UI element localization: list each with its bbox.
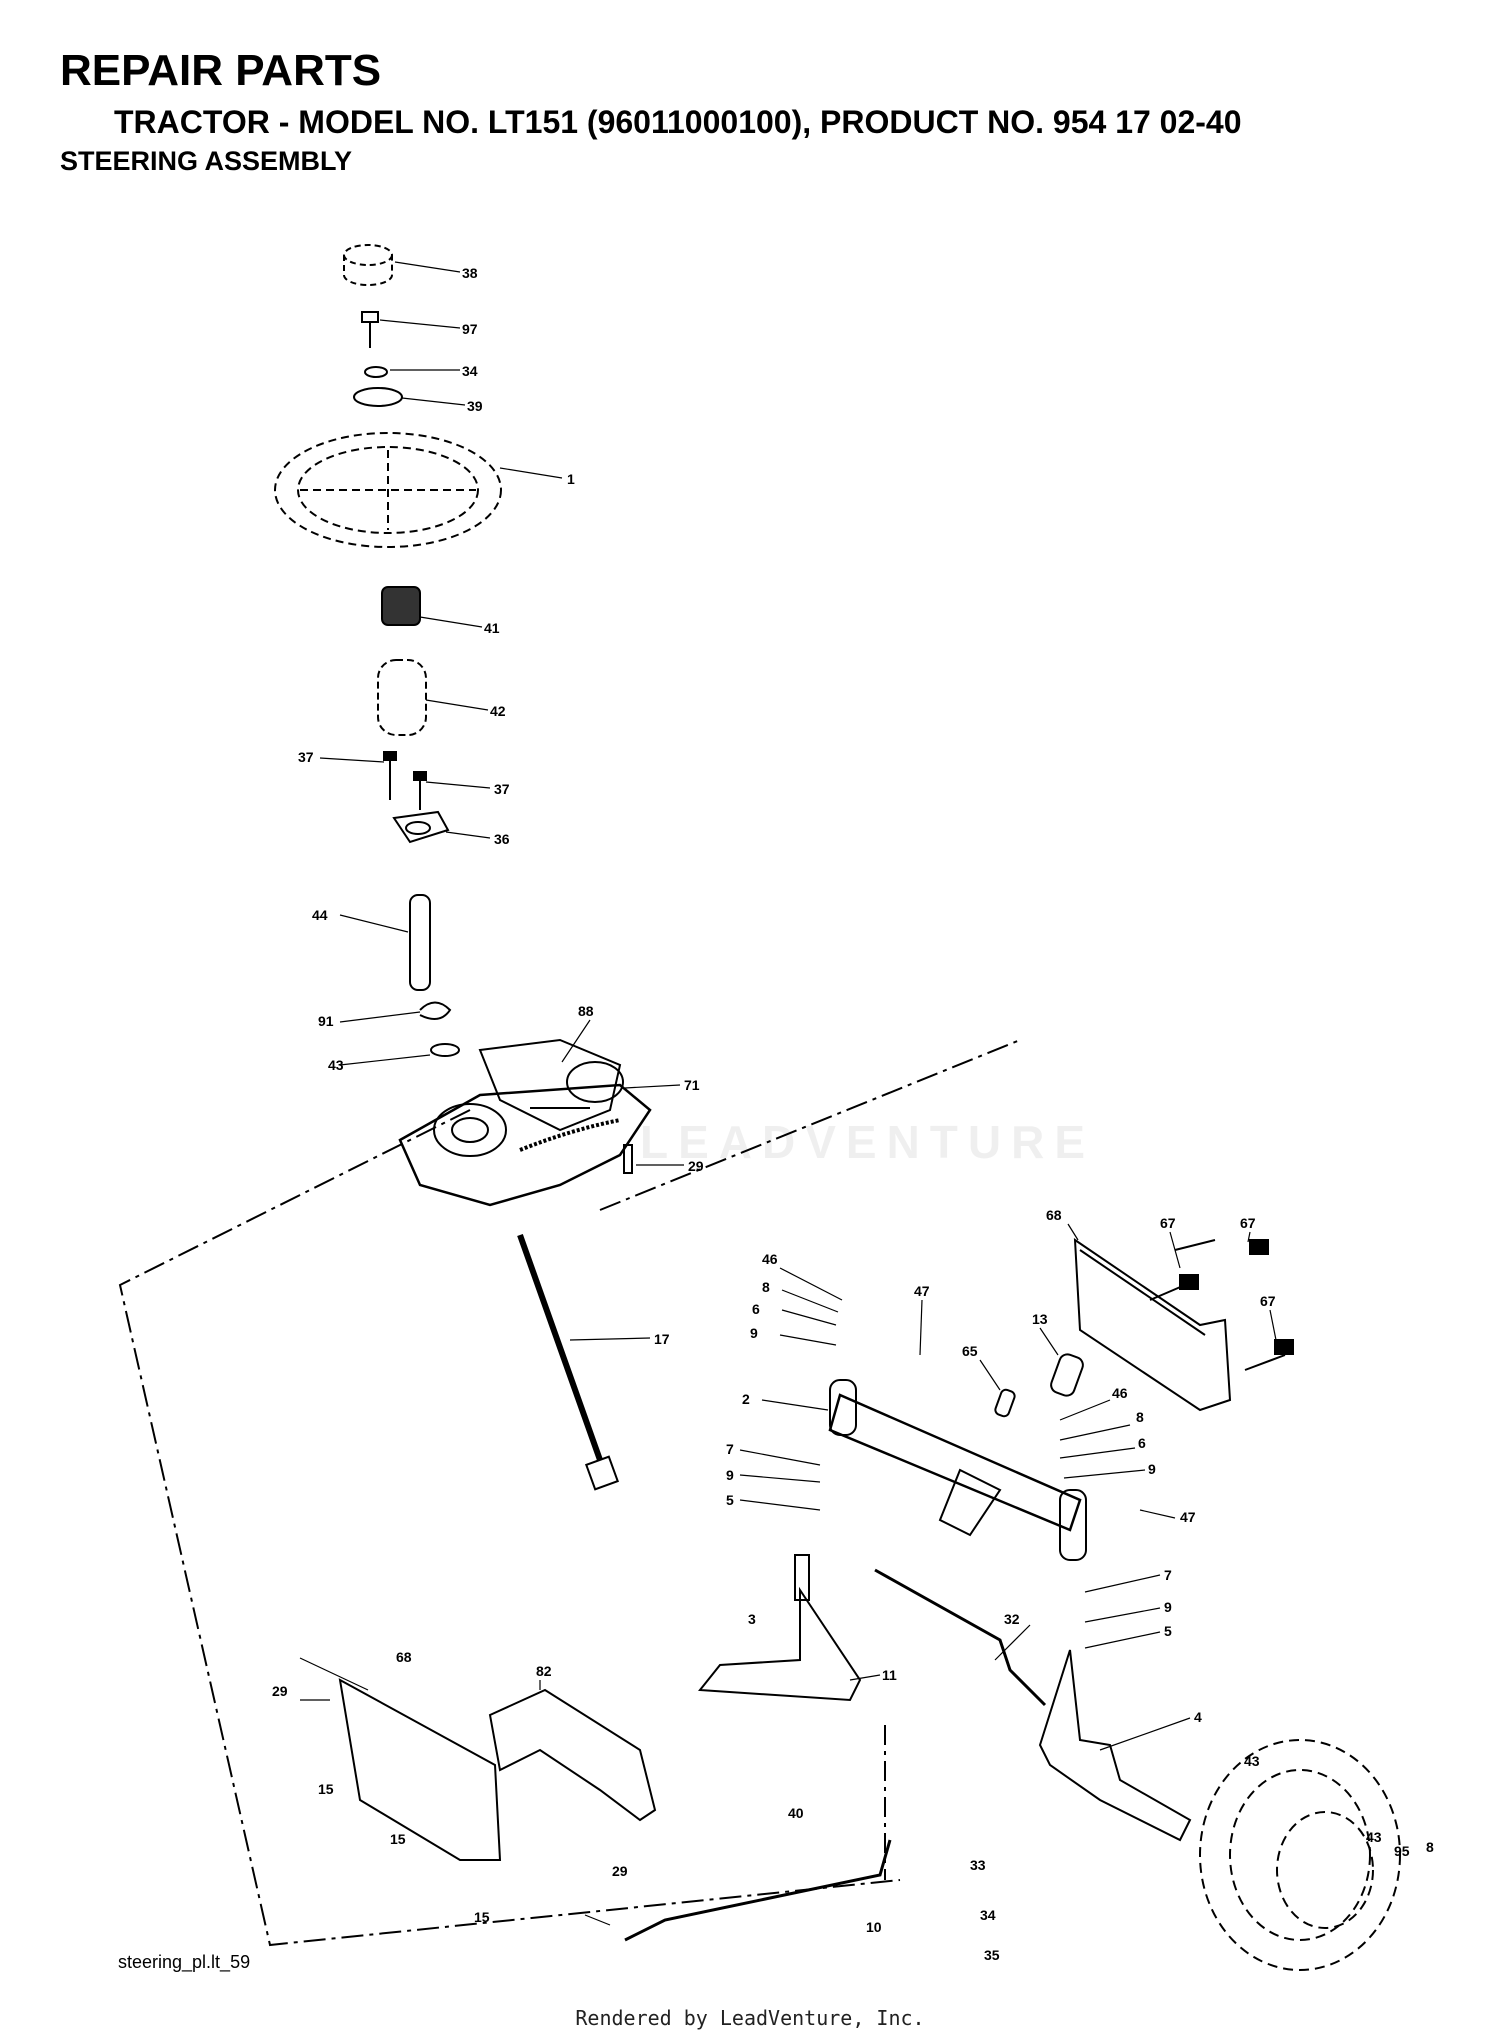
callout-label: 43: [1244, 1753, 1260, 1769]
part-upper-shaft: [409, 894, 431, 991]
callout-labels: 38 97 34 39 1 41 42 37 37 36 44 91 43 88…: [272, 265, 1434, 1963]
callout-label: 9: [1164, 1599, 1172, 1615]
callout-label: 32: [1004, 1611, 1020, 1627]
part-cap-body: [343, 255, 393, 286]
callout-label: 34: [980, 1907, 996, 1923]
callout-label: 67: [1240, 1215, 1256, 1231]
watermark-text: LEADVENTURE: [640, 1116, 1096, 1168]
page-title: REPAIR PARTS: [60, 46, 382, 95]
callout-label: 8: [1426, 1839, 1434, 1855]
callout-label: 6: [752, 1301, 760, 1317]
part-spacer: [1050, 1353, 1084, 1397]
part-bracket-82: [488, 1688, 657, 1822]
part-washer: [353, 387, 403, 407]
part-clip: [419, 1001, 452, 1020]
part-left-spindle: [698, 1586, 862, 1702]
part-tie-rod: [624, 1839, 892, 1942]
callout-label: 5: [1164, 1623, 1172, 1639]
callout-label: 8: [762, 1279, 770, 1295]
part-boot: [377, 659, 427, 736]
callout-label: 5: [726, 1492, 734, 1508]
part-adapter: [381, 586, 421, 626]
file-reference: steering_pl.lt_59: [118, 1952, 251, 1972]
callout-label: 29: [612, 1863, 628, 1879]
callout-label: 43: [1366, 1829, 1382, 1845]
callout-label: 43: [328, 1057, 344, 1073]
callout-label: 68: [1046, 1207, 1062, 1223]
part-right-spindle: [1038, 1649, 1192, 1842]
callout-label: 37: [298, 749, 314, 765]
part-lockwasher: [364, 366, 388, 378]
callout-label: 42: [490, 703, 506, 719]
callout-label: 38: [462, 265, 478, 281]
section-title: STEERING ASSEMBLY: [60, 146, 353, 176]
callout-label: 29: [688, 1158, 704, 1174]
callout-label: 4: [1194, 1709, 1202, 1725]
watermark-logo: LEADVENTURE: [640, 1115, 1095, 1169]
callout-label: 10: [866, 1919, 882, 1935]
callout-label: 15: [474, 1909, 490, 1925]
callout-label: 17: [654, 1331, 670, 1347]
callout-label: 95: [1394, 1843, 1410, 1859]
part-steering-wheel: [274, 432, 502, 548]
part-steering-shaft: [517, 1233, 603, 1462]
callout-label: 67: [1260, 1293, 1276, 1309]
callout-label: 9: [726, 1467, 734, 1483]
callout-label: 15: [318, 1781, 334, 1797]
callout-label: 47: [1180, 1509, 1196, 1525]
part-flat-washer: [430, 1043, 460, 1057]
callout-label: 67: [1160, 1215, 1176, 1231]
callout-label: 1: [567, 471, 575, 487]
part-bolt: [361, 311, 379, 323]
callout-label: 7: [1164, 1567, 1172, 1583]
callout-label: 13: [1032, 1311, 1048, 1327]
callout-label: 46: [762, 1251, 778, 1267]
render-credit: Rendered by LeadVenture, Inc.: [575, 2006, 925, 2030]
callout-label: 68: [396, 1649, 412, 1665]
callout-label: 7: [726, 1441, 734, 1457]
callout-label: 35: [984, 1947, 1000, 1963]
model-subtitle: TRACTOR - MODEL NO. LT151 (96011000100),…: [114, 104, 1242, 140]
callout-label: 8: [1136, 1409, 1144, 1425]
assembly-dash-outline: [118, 1109, 901, 1947]
callout-label: 34: [462, 363, 478, 379]
part-axle-bracket: [1073, 1238, 1232, 1412]
callout-label: 97: [462, 321, 478, 337]
part-front-wheel: [1199, 1739, 1401, 1971]
part-bushing: [392, 810, 450, 844]
callout-label: 37: [494, 781, 510, 797]
callout-label: 9: [750, 1325, 758, 1341]
part-front-axle: [828, 1393, 1082, 1532]
callout-label: 44: [312, 907, 328, 923]
callout-label: 39: [467, 398, 483, 414]
callout-label: 2: [742, 1391, 750, 1407]
callout-label: 11: [882, 1667, 897, 1683]
callout-label: 88: [578, 1003, 594, 1019]
callout-label: 29: [272, 1683, 288, 1699]
callout-label: 46: [1112, 1385, 1128, 1401]
callout-label: 15: [390, 1831, 406, 1847]
callout-label: 71: [684, 1077, 700, 1093]
callout-label: 6: [1138, 1435, 1146, 1451]
callout-label: 3: [748, 1611, 756, 1627]
callout-label: 36: [494, 831, 510, 847]
callout-label: 9: [1148, 1461, 1156, 1477]
callout-label: 41: [484, 620, 500, 636]
callout-label: 91: [318, 1013, 334, 1029]
part-cap: [343, 244, 393, 266]
part-steering-gear-box: [398, 1083, 652, 1207]
callout-label: 82: [536, 1663, 552, 1679]
callout-label: 65: [962, 1343, 978, 1359]
callout-label: 40: [788, 1805, 804, 1821]
callout-label: 47: [914, 1283, 930, 1299]
callout-label: 33: [970, 1857, 986, 1873]
part-drag-link: [874, 1568, 1047, 1707]
part-support-bracket: [338, 1678, 502, 1861]
